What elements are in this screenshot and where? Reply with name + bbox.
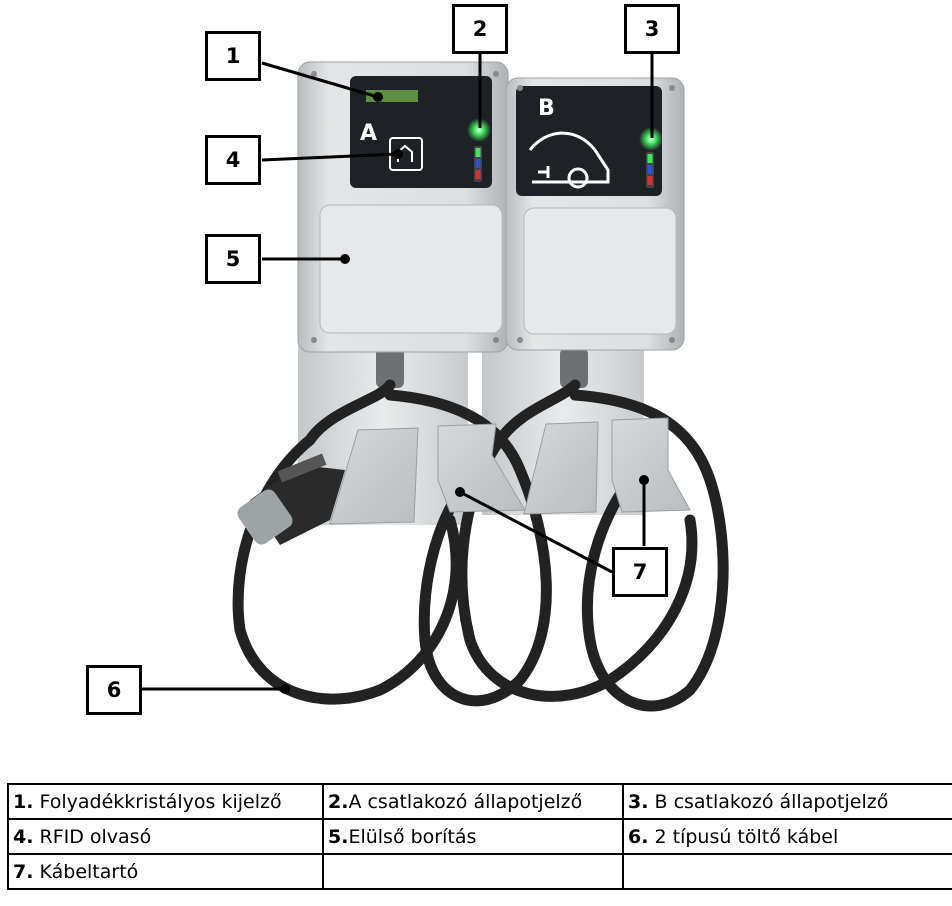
legend-cell: 5.Elülső borítás [322, 818, 624, 855]
cable-holders [329, 417, 691, 525]
charger-figure: A B [86, 4, 729, 715]
legend-table: 1. Folyadékkristályos kijelző 2.A csatla… [7, 783, 952, 890]
callout-5: 5 [205, 234, 261, 284]
leader-lines [142, 52, 654, 691]
type2-plug [237, 453, 345, 545]
legend-cell: 1. Folyadékkristályos kijelző [7, 783, 324, 820]
housing-a: A [297, 61, 509, 353]
legend-cell: 6. 2 típusú töltő kábel [622, 818, 952, 855]
callout-7: 7 [612, 547, 668, 597]
charger-illustration: A B [142, 52, 729, 712]
callout-2: 2 [452, 4, 508, 54]
callout-1: 1 [205, 31, 261, 81]
front-cover-a [319, 204, 503, 334]
callout-4: 4 [205, 135, 261, 185]
cable-gland-a [376, 348, 404, 388]
legend-cell [322, 853, 624, 890]
cable-loops [232, 379, 729, 712]
cable-gland-b [560, 348, 588, 388]
unit-b-letter: B [538, 96, 555, 121]
leader-dots [280, 92, 649, 694]
legend-cell [622, 853, 952, 890]
legend-cell: 2.A csatlakozó állapotjelző [322, 783, 624, 820]
callout-6: 6 [86, 665, 142, 715]
front-cover-b [523, 207, 677, 335]
unit-a-letter: A [360, 121, 377, 146]
legend-cell: 4. RFID olvasó [7, 818, 324, 855]
status-led-b [639, 127, 663, 151]
status-led-a [467, 118, 491, 142]
car-plug-icon [528, 131, 610, 189]
legend-row: 4. RFID olvasó 5.Elülső borítás 6. 2 típ… [7, 818, 952, 855]
legend-cell: 3. B csatlakozó állapotjelző [622, 783, 952, 820]
callout-3: 3 [624, 4, 680, 54]
housing-b: B [505, 77, 685, 351]
legend-row: 7. Kábeltartó [7, 853, 952, 890]
legend-cell: 7. Kábeltartó [7, 853, 324, 890]
legend-row: 1. Folyadékkristályos kijelző 2.A csatla… [7, 783, 952, 820]
